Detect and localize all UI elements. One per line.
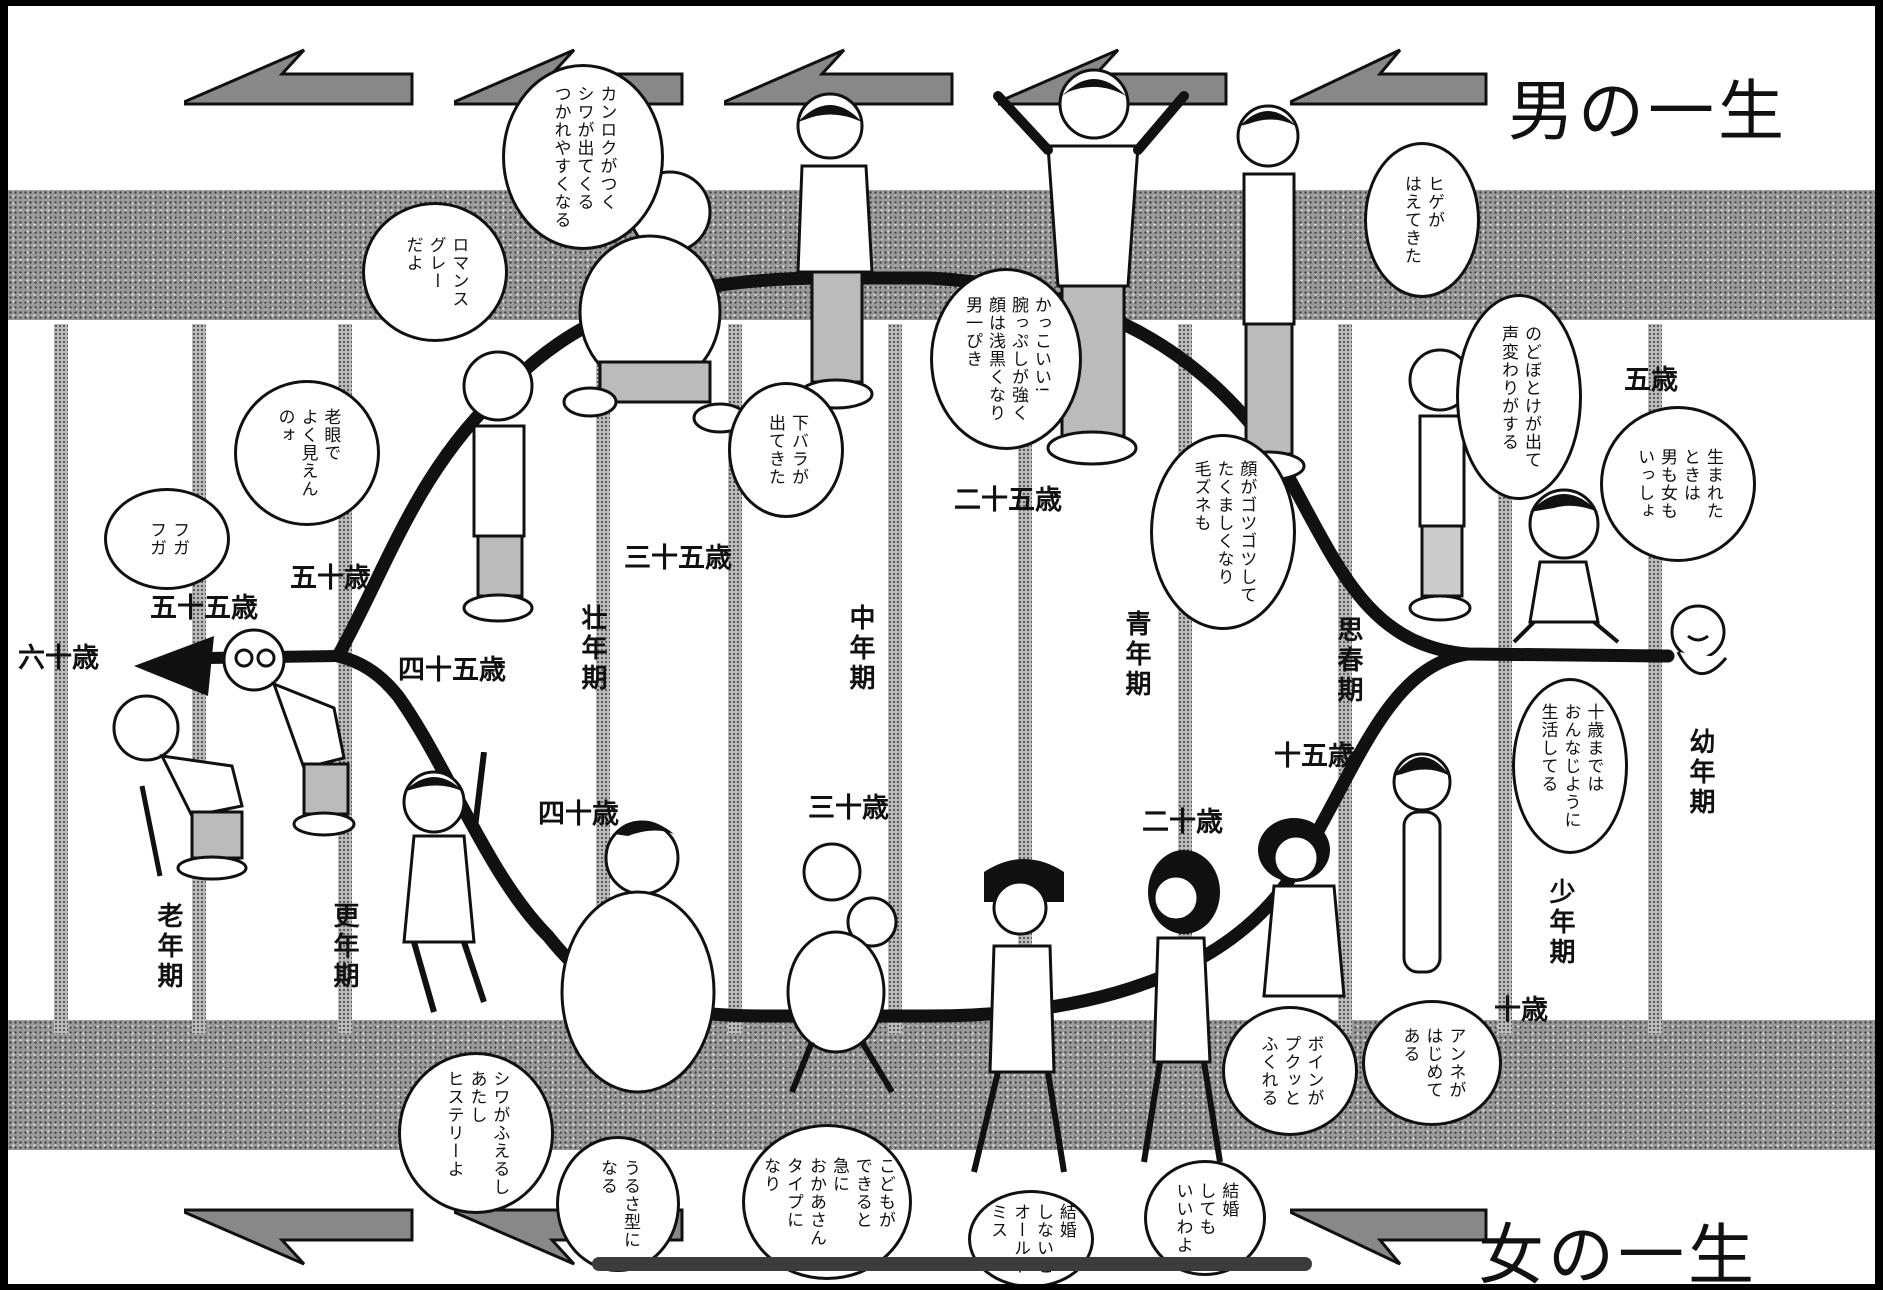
speech-bubble: うるさ型に なる [556,1136,680,1272]
speech-bubble: 生まれた ときは 男も女も いっしょ [1600,406,1756,562]
period-infancy: 幼年期 [1685,728,1715,818]
speech-bubble: のどぼとけが出て 声変わりがする [1456,294,1582,500]
strong-man-figure [993,68,1189,466]
stout-woman-figure [560,820,716,1094]
speech-bubble: かっこいい! 腕っぷしが強く 顔は浅黒くなり 男一ぴき [930,268,1082,450]
young-man-figure [1230,104,1306,482]
speech-bubble: ヒゲが はえてきた [1364,142,1480,298]
vertical-stripe [54,324,68,1034]
age-label-40: 四十歳 [538,799,619,830]
speech-bubble: カンロクがつく シワが出てくる つかれやすくなる [502,64,664,250]
age-label-5: 五歳 [1624,365,1678,396]
speech-bubble: 顔がゴツゴツして たくましくなり 毛ズネも [1150,434,1296,630]
men-life-title: 男の一生 [1508,73,1788,150]
age-label-10: 十歳 [1494,995,1548,1026]
age-label-45: 四十五歳 [398,655,506,686]
baby-figure [1670,604,1728,676]
women-life-title: 女の一生 [1478,1217,1758,1284]
age-label-60: 六十歳 [18,643,99,674]
period-puberty: 思春期 [1333,616,1363,706]
scroll-indicator[interactable] [592,1257,1312,1271]
period-childhood: 少年期 [1545,878,1575,968]
elder-cane-figure [112,694,248,881]
age-label-30: 三十歳 [808,793,889,824]
fat-man-figure [562,170,748,434]
illustration-sheet: 男の一生 女の一生 [8,6,1875,1284]
hysteric-woman-figure [402,752,487,1013]
life-cycle-curve [134,271,1675,1023]
speech-bubble: ロマンス グレー だよ [362,202,508,342]
vertical-stripe [1498,324,1512,1034]
speech-bubble: ボインが プクッと ふくれる [1222,1006,1358,1136]
bottom-screentone-band [8,1020,1875,1150]
teen-boy-figure [1408,348,1472,622]
age-label-50: 五十歳 [290,563,371,594]
vertical-stripe [1018,324,1032,1034]
left-arrow-icon [184,48,414,106]
speech-bubble: フガ フガ [104,488,230,590]
young-woman-figure [1141,850,1223,1163]
age-label-15: 十五歳 [1274,741,1355,772]
speech-bubble: 結婚 しても いいわよ [1144,1160,1266,1276]
period-climacteric: 更年期 [329,902,359,992]
left-arrow-icon [1290,1208,1488,1266]
old-man-glasses-figure [222,628,356,837]
kneeling-girl-figure [1258,818,1346,998]
speech-bubble: 下バラが 出てきた [728,382,844,518]
speech-bubble: アンネが はじめて ある [1362,1000,1502,1126]
speech-bubble: 十歳までは おんなじように 生活してる [1512,678,1628,854]
left-arrow-icon [724,48,954,106]
left-arrow-icon [1290,48,1488,106]
woman-bob-figure [971,859,1067,1173]
speech-bubble: こどもが できると 急に おかあさん タイプに なり [742,1124,912,1280]
speech-bubble: シワがふえるし あたし ヒステリーよ [398,1052,554,1214]
period-middle: 中年期 [845,604,875,694]
child-figure [1512,488,1620,644]
age-label-25: 二十五歳 [954,485,1062,516]
gray-man-figure [462,350,534,623]
period-youth: 青年期 [1121,610,1151,700]
age-label-20: 二十歳 [1142,807,1223,838]
period-old-age: 老年期 [153,902,183,992]
left-arrow-icon [184,1208,414,1266]
middle-man-figure [796,92,874,410]
age-label-35: 三十五歳 [624,543,732,574]
speech-bubble: 老眼で よく見えん のォ [234,380,380,526]
vertical-stripe [1338,324,1352,1034]
top-screentone-band [8,190,1875,320]
vertical-stripe [888,324,902,1034]
age-label-55: 五十五歳 [150,593,258,624]
mother-baby-figure [786,842,898,1094]
vertical-stripe [728,324,742,1034]
girl-figure [1392,752,1452,974]
period-prime: 壮年期 [577,604,607,694]
